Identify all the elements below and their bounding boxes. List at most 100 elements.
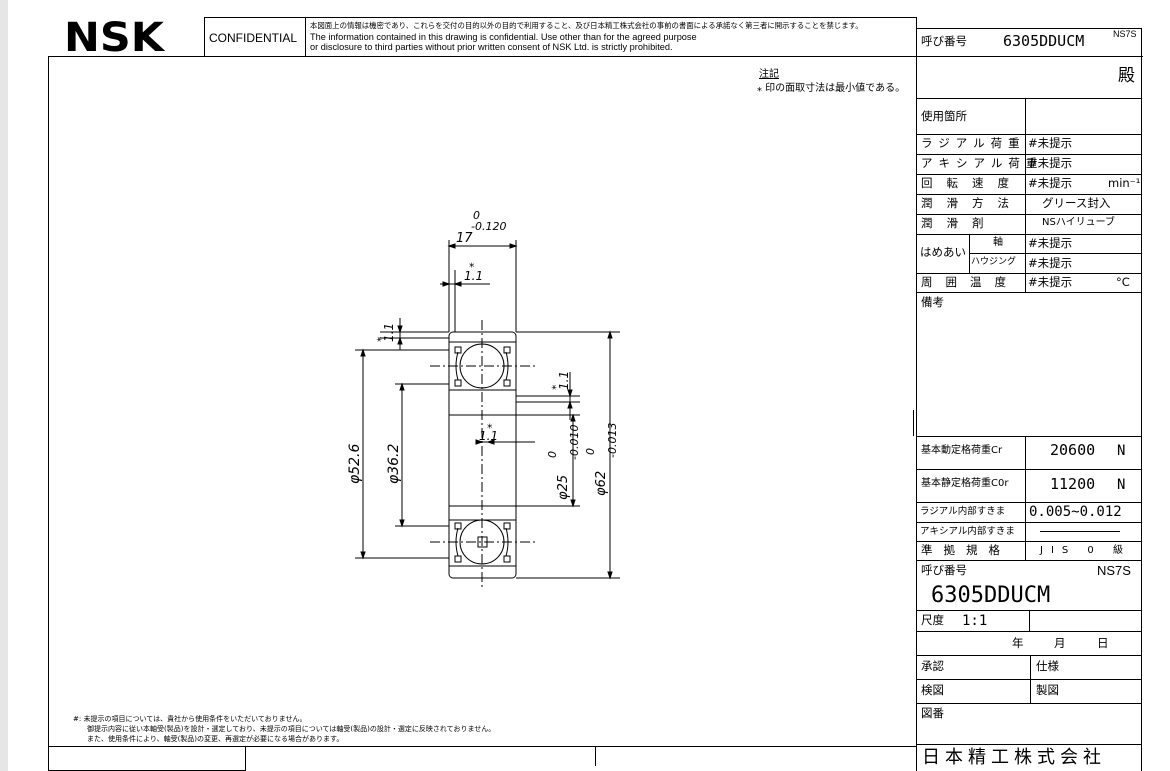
bore-tol-upper: 0 xyxy=(546,451,559,458)
usage-label-text: 使用箇所 xyxy=(921,109,967,123)
frame-right-border xyxy=(1141,28,1142,771)
logo-text: NSK xyxy=(64,18,165,54)
usage-label: 使用箇所 xyxy=(921,109,1019,123)
divider xyxy=(916,469,1142,470)
scale-value: 1:1 xyxy=(962,613,988,629)
addressee-suffix: 殿 xyxy=(1118,66,1135,86)
note-text: ⁎ 印の面取寸法は最小値である。 xyxy=(757,83,906,94)
chamfer-mark-top: ⁎ xyxy=(469,257,475,270)
dynamic-load-value: 20600 xyxy=(1050,441,1096,459)
divider xyxy=(916,436,1142,437)
company-name: 日本精工株式会社 xyxy=(922,747,1106,768)
divider xyxy=(48,746,916,747)
fit-shaft-label: 軸 xyxy=(993,237,1003,248)
chamfer-mark-mid: ⁎ xyxy=(487,418,493,431)
dynamic-load-unit: N xyxy=(1117,443,1126,459)
note-title: 注記 xyxy=(759,69,779,80)
divider xyxy=(916,522,1142,523)
radial-clearance-value: 0.005~0.012 xyxy=(1029,504,1122,520)
notice-english-1: The information contained in this drawin… xyxy=(310,32,697,42)
divider xyxy=(916,28,1142,29)
scale-label: 尺度 xyxy=(921,613,944,627)
axial-clearance-label: アキシアル内部すきま xyxy=(920,526,1015,537)
divider xyxy=(916,502,1142,503)
chamfer-mid: 1.1 xyxy=(479,429,498,443)
footnote-line-1: #: 未提示の項目については、貴社から使用条件をいただいておりません。 xyxy=(73,715,307,723)
divider xyxy=(916,744,1142,745)
header-code-value: 6305DDUCM xyxy=(1003,32,1085,50)
divider xyxy=(969,234,970,273)
divider xyxy=(1025,98,1026,292)
check-label: 検図 xyxy=(921,683,944,697)
temp-value: #未提示 xyxy=(1028,275,1073,289)
divider xyxy=(916,292,1142,293)
width-tol-lower: -0.120 xyxy=(471,220,506,233)
divider xyxy=(916,174,1142,175)
radial-clearance-label: ラジアル内部すきま xyxy=(920,506,1006,517)
divider xyxy=(969,253,1142,254)
header-bottom-border xyxy=(48,56,1143,57)
scrollbar[interactable] xyxy=(0,0,8,771)
spec-label: 仕様 xyxy=(1036,659,1059,673)
confidential-label: CONFIDENTIAL xyxy=(209,31,298,45)
bore-dia: φ25 xyxy=(556,475,571,500)
fit-shaft-value: #未提示 xyxy=(1028,236,1073,250)
approve-label: 承認 xyxy=(921,659,944,673)
divider xyxy=(916,655,1142,656)
condition-label: 潤滑剤 xyxy=(921,216,998,230)
static-load-unit: N xyxy=(1117,477,1126,493)
divider xyxy=(916,214,1142,215)
header-code-label: 呼び番号 xyxy=(921,34,967,48)
divider xyxy=(916,679,1142,680)
divider xyxy=(595,746,596,766)
temp-unit: °C xyxy=(1116,275,1130,289)
title-block-left-border xyxy=(916,17,917,771)
divider xyxy=(1029,610,1030,631)
dynamic-load-label: 基本動定格荷重Cr xyxy=(921,445,1003,456)
bore-tol-lower: -0.010 xyxy=(568,425,581,460)
divider xyxy=(916,234,1142,235)
divider xyxy=(916,324,917,325)
notice-english-2: or disclosure to third parties without p… xyxy=(310,42,673,52)
condition-label: 潤滑方法 xyxy=(921,196,1023,210)
draw-label: 製図 xyxy=(1036,683,1059,697)
chamfer-top: 1.1 xyxy=(464,269,483,283)
notice-japanese: 本図面上の情報は機密であり、これらを交付の目的以外の目的で利用すること、及び日本… xyxy=(310,21,863,30)
width-tol-upper: 0 xyxy=(473,209,480,222)
divider xyxy=(305,17,306,56)
divider xyxy=(1030,655,1031,703)
footnote-line-3: また、使用条件により、軸受(製品)の変更、再選定が必要になる場合があります。 xyxy=(87,735,344,743)
chamfer-mark-left: ⁎ xyxy=(371,336,384,342)
chamfer-right: 1.1 xyxy=(557,371,571,390)
divider xyxy=(916,631,1142,632)
outer-tol-lower: -0.013 xyxy=(606,423,619,458)
outer-tol-upper: 0 xyxy=(584,448,597,455)
inner-shoulder-dia: φ36.2 xyxy=(386,444,402,485)
year-label: 年 xyxy=(1012,636,1024,650)
outer-shoulder-dia: φ52.6 xyxy=(347,444,363,485)
footnote-line-2: 御提示内容に従い本軸受(製品)を設計・選定しており、未提示の項目については軸受(… xyxy=(87,725,496,733)
standard-label: 準拠規格 xyxy=(921,543,1011,557)
divider xyxy=(916,154,1142,155)
month-label: 月 xyxy=(1054,636,1066,650)
axial-clearance-dash xyxy=(1040,531,1120,532)
standard-value: JIS 0 級 xyxy=(1040,545,1131,556)
condition-value: #未提示 xyxy=(1028,156,1073,170)
frame-left-border xyxy=(48,56,49,771)
divider xyxy=(204,17,205,56)
condition-label: 回転速度 xyxy=(921,176,1023,190)
spec-code-label: 呼び番号 xyxy=(921,563,967,577)
fit-housing-value: #未提示 xyxy=(1028,256,1073,270)
day-label: 日 xyxy=(1097,636,1109,650)
fit-housing-label: ハウジング xyxy=(971,257,1017,267)
static-load-label: 基本静定格荷重C0r xyxy=(921,478,1009,489)
condition-unit: min⁻¹ xyxy=(1108,176,1141,190)
width-value: 17 xyxy=(456,231,473,246)
temp-label: 周囲温度 xyxy=(921,275,1019,289)
condition-value: #未提示 xyxy=(1028,176,1073,190)
chamfer-mark-right: ⁎ xyxy=(546,384,559,390)
divider xyxy=(916,134,1142,135)
divider xyxy=(1025,436,1026,560)
outer-dia: φ62 xyxy=(594,471,609,496)
condition-label: アキシアル荷重 xyxy=(921,156,1044,170)
